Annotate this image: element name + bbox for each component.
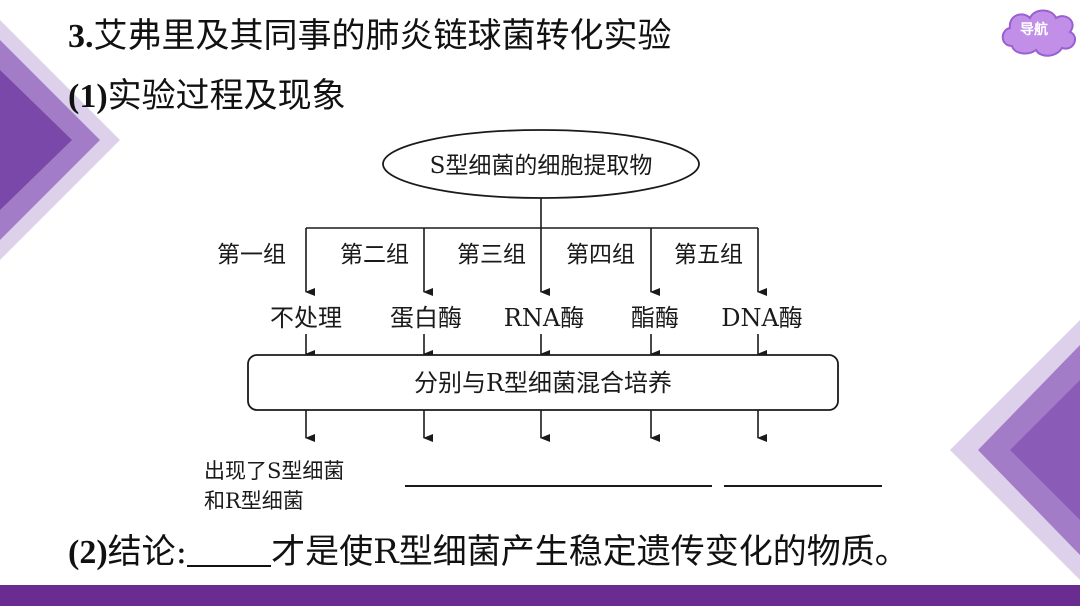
section-number: (1): [68, 78, 108, 115]
section-heading: (1)实验过程及现象: [68, 74, 346, 119]
bottom-bar: [0, 585, 1080, 606]
right-decoration: [950, 320, 1080, 580]
treatment-3: RNA酶: [504, 304, 584, 332]
conclusion-blank[interactable]: [187, 535, 272, 567]
top-node-text: S型细菌的细胞提取物: [430, 153, 653, 179]
mix-box-text: 分别与R型细菌混合培养: [414, 369, 672, 397]
treatment-1: 不处理: [270, 304, 342, 332]
conclusion-number: (2): [68, 534, 108, 571]
group-label-5: 第五组: [674, 242, 743, 268]
page-title: 3.艾弗里及其同事的肺炎链球菌转化实验: [68, 14, 672, 59]
title-number: 3.: [68, 18, 94, 55]
left-decoration: [0, 20, 120, 260]
result-line-2: 和R型细菌: [204, 489, 304, 513]
nav-button-label[interactable]: 导航: [1020, 22, 1048, 38]
result-line-1: 出现了S型细菌: [204, 459, 344, 483]
treatment-4: 酯酶: [631, 304, 679, 332]
title-text: 艾弗里及其同事的肺炎链球菌转化实验: [93, 16, 672, 56]
group-label-1: 第一组: [217, 242, 286, 268]
group-label-4: 第四组: [566, 242, 635, 268]
section-text: 实验过程及现象: [107, 76, 346, 116]
conclusion: (2)结论: 才是使R型细菌产生稳定遗传变化的物质。: [68, 530, 909, 575]
treatment-2: 蛋白酶: [390, 304, 462, 332]
conclusion-text: 才是使R型细菌产生稳定遗传变化的物质。: [271, 532, 909, 572]
group-label-2: 第二组: [340, 242, 409, 268]
mix-box: [247, 354, 839, 411]
conclusion-label: 结论:: [107, 532, 188, 572]
nav-cloud-icon[interactable]: [998, 6, 1080, 58]
treatment-5: DNA酶: [721, 304, 803, 332]
group-label-3: 第三组: [457, 242, 526, 268]
